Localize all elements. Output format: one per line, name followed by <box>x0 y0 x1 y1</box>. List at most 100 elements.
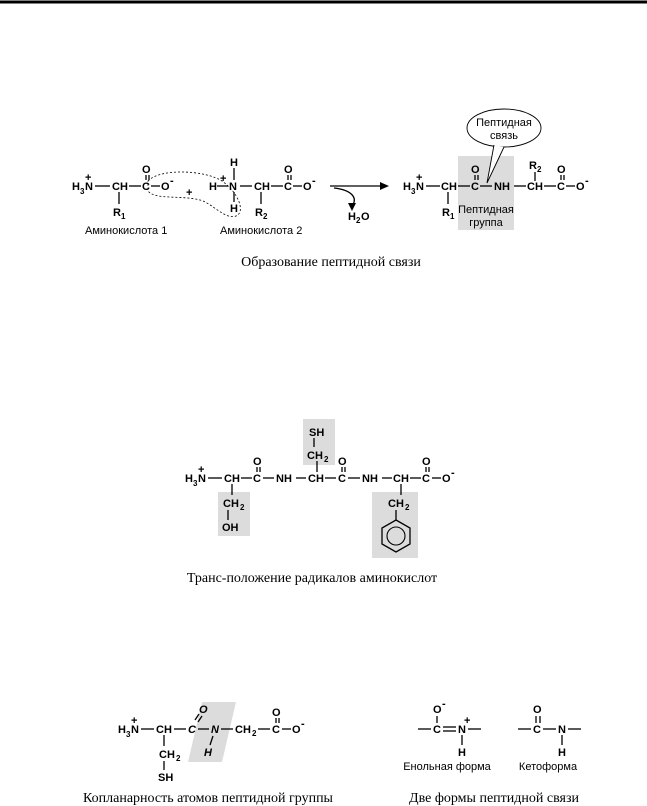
enol-hydrogen: H <box>458 747 466 759</box>
tripeptide-carbonyl-carbon-2: C <box>338 473 346 485</box>
arrow-head-icon <box>380 182 389 190</box>
caption-peptide-bond-formation: Образование пептидной связи <box>241 255 421 270</box>
tripeptide-section: H 3 N + CH C O NH CH C O NH CH C O O - C… <box>185 419 455 586</box>
enol-form: O - C N + H Енольная форма <box>403 698 491 773</box>
svg-text:-: - <box>301 718 305 730</box>
tripeptide-alpha-carbon-1: CH <box>224 473 240 485</box>
aa2-alpha-carbon: CH <box>254 181 270 193</box>
coplanar-ch2: CH <box>235 724 251 736</box>
aa1-carbonyl-carbon: C <box>142 181 150 193</box>
product-nitrogen: N <box>416 181 424 193</box>
svg-text:+: + <box>464 715 470 727</box>
svg-text:3: 3 <box>126 730 131 739</box>
product-carbonyl-carbon-2: C <box>557 181 565 193</box>
callout-line1: Пептидная <box>476 117 532 129</box>
coplanar-carbonyl-carbon: C <box>188 724 197 736</box>
aa1-radical: R <box>113 207 121 219</box>
aa1-carboxyl-oxygen: O <box>161 181 170 193</box>
keto-oxygen: O <box>533 704 542 716</box>
enol-oxygen: O <box>433 704 442 716</box>
radical-1-ch2: CH <box>223 498 239 510</box>
coplanar-nitrogen: N <box>131 724 139 736</box>
svg-text:H: H <box>118 724 126 736</box>
svg-text:-: - <box>451 467 455 479</box>
svg-text:2: 2 <box>405 503 410 512</box>
enol-carbon: C <box>433 724 441 736</box>
svg-text:3: 3 <box>193 479 198 488</box>
product-alpha-carbon-2: CH <box>527 181 543 193</box>
svg-text:2: 2 <box>356 216 361 225</box>
coplanar-amide-nitrogen: N <box>211 724 220 736</box>
svg-text:2: 2 <box>537 165 542 174</box>
product-radical-1: R <box>442 207 450 219</box>
label-amino-acid-2: Аминокислота 2 <box>220 225 302 237</box>
radical-2-highlight <box>303 419 335 465</box>
coplanar-side-thiol: SH <box>158 772 173 784</box>
aa2-carbonyl-carbon: C <box>284 181 292 193</box>
amino-acid-1: H 3 N + CH C O O - R 1 <box>72 164 174 221</box>
keto-carbon: C <box>533 724 541 736</box>
amino-acid-2: H H + N H CH C O O - R 2 <box>209 157 316 221</box>
caption-coplanarity: Копланарность атомов пептидной группы <box>83 791 334 806</box>
product-radical-2: R <box>529 160 537 172</box>
product-amide-nh: NH <box>494 181 510 193</box>
tripeptide-amide-1: NH <box>276 473 292 485</box>
forms-section: O - C N + H Енольная форма O C N H <box>403 698 581 806</box>
tripeptide-nitrogen: N <box>198 473 206 485</box>
coplanar-alpha-carbon: CH <box>156 724 172 736</box>
callout-line2: связь <box>490 130 518 142</box>
radical-1-highlight <box>218 492 250 536</box>
svg-text:+: + <box>198 464 204 476</box>
aa2-h-left: H <box>209 181 217 193</box>
coplanar-plane-highlight <box>188 702 236 762</box>
svg-text:1: 1 <box>450 212 455 221</box>
aa1-alpha-carbon: CH <box>112 181 128 193</box>
product-carbonyl-carbon-1: C <box>471 181 479 193</box>
svg-text:2: 2 <box>324 455 329 464</box>
peptide-bond-callout: Пептидная связь <box>466 108 542 184</box>
water-o: O <box>361 211 370 223</box>
caption-two-forms: Две формы пептидной связи <box>409 791 579 806</box>
svg-text:H: H <box>72 181 80 193</box>
aa2-carbonyl-oxygen: O <box>284 164 293 176</box>
aa2-nitrogen: N <box>229 181 237 193</box>
water-h: H <box>348 211 356 223</box>
tripeptide-carbonyl-carbon-1: C <box>253 473 261 485</box>
keto-form: O C N H Кетоформа <box>518 704 581 773</box>
reaction-section: H 3 N + CH C O O - R 1 Аминокислота 1 + … <box>72 108 589 270</box>
label-keto-form: Кетоформа <box>519 761 578 773</box>
peptide-group-label-line2: группа <box>469 217 503 229</box>
svg-text:+: + <box>220 173 226 185</box>
tripeptide-carbonyl-oxygen-3: O <box>422 456 431 468</box>
tripeptide-alpha-carbon-3: CH <box>393 473 409 485</box>
product-carbonyl-oxygen-2: O <box>557 164 566 176</box>
coplanar-side-ch2: CH <box>159 749 175 761</box>
reaction-arrow: H 2 O <box>330 182 389 225</box>
svg-text:2: 2 <box>263 212 268 221</box>
tripeptide-carbonyl-oxygen-2: O <box>338 456 347 468</box>
svg-text:3: 3 <box>80 187 85 196</box>
aa2-h-top: H <box>230 157 238 169</box>
product-carboxyl-oxygen: O <box>576 181 585 193</box>
svg-text:-: - <box>312 175 316 187</box>
enol-nitrogen: N <box>458 724 466 736</box>
radical-1-hydroxyl: OH <box>222 522 239 534</box>
svg-text:1: 1 <box>121 212 126 221</box>
svg-text:3: 3 <box>411 187 416 196</box>
coplanar-amide-hydrogen: H <box>204 747 213 759</box>
tripeptide-amide-2: NH <box>362 473 378 485</box>
svg-text:2: 2 <box>176 754 181 763</box>
caption-trans-arrangement: Транс-положение радикалов аминокислот <box>187 571 437 586</box>
keto-nitrogen: N <box>558 724 566 736</box>
label-amino-acid-1: Аминокислота 1 <box>85 225 167 237</box>
svg-text:-: - <box>442 698 446 710</box>
dipeptide-product: H 3 N + CH C O NH CH C O O - R 1 <box>403 156 589 230</box>
product-carbonyl-oxygen-1: O <box>471 164 480 176</box>
svg-text:+: + <box>131 715 137 727</box>
aa2-h-bottom: H <box>230 203 238 215</box>
coplanar-carbonyl-oxygen-2: O <box>272 707 281 719</box>
coplanar-carboxyl-oxygen: O <box>292 724 301 736</box>
elimination-outline <box>147 171 241 217</box>
svg-text:2: 2 <box>252 729 257 738</box>
